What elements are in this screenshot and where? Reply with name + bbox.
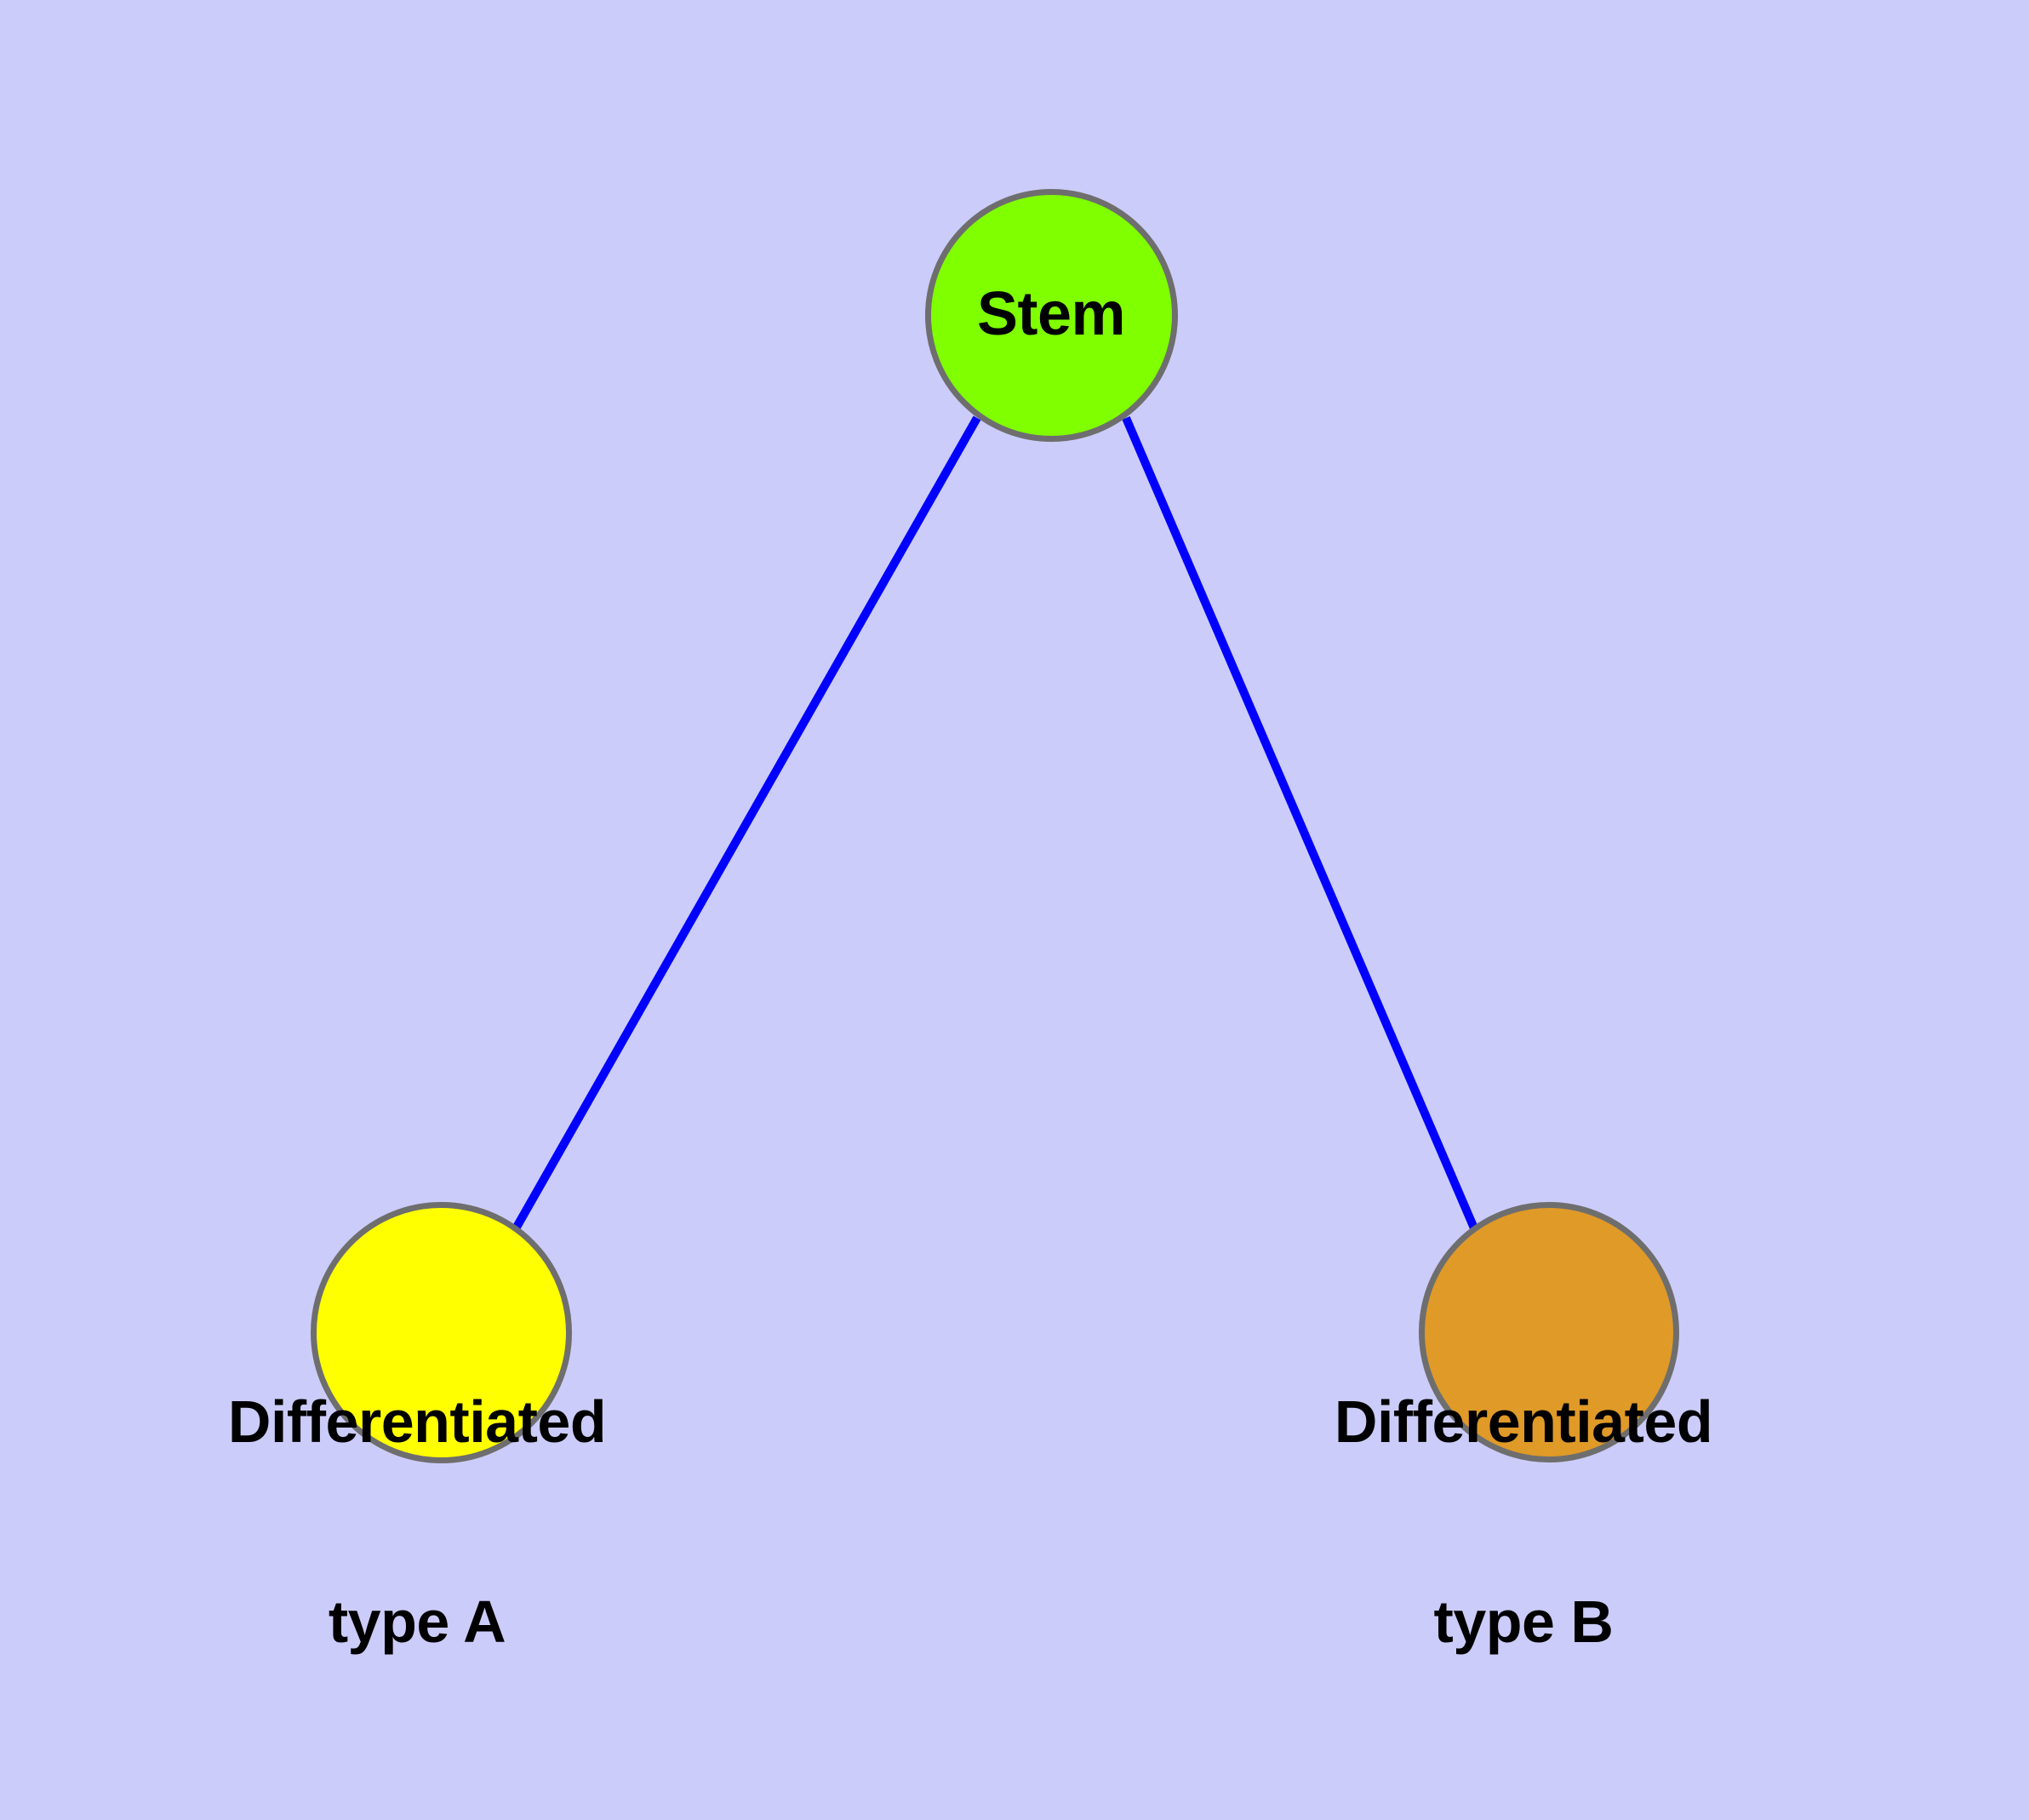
- node-differentiated-type-a[interactable]: [311, 1202, 572, 1463]
- node-differentiated-type-b[interactable]: [1419, 1202, 1679, 1462]
- edge-stem-to-differentiated-type-b: [1122, 416, 1479, 1232]
- edge-stem-to-differentiated-type-a: [511, 415, 981, 1233]
- node-stem[interactable]: [925, 189, 1178, 442]
